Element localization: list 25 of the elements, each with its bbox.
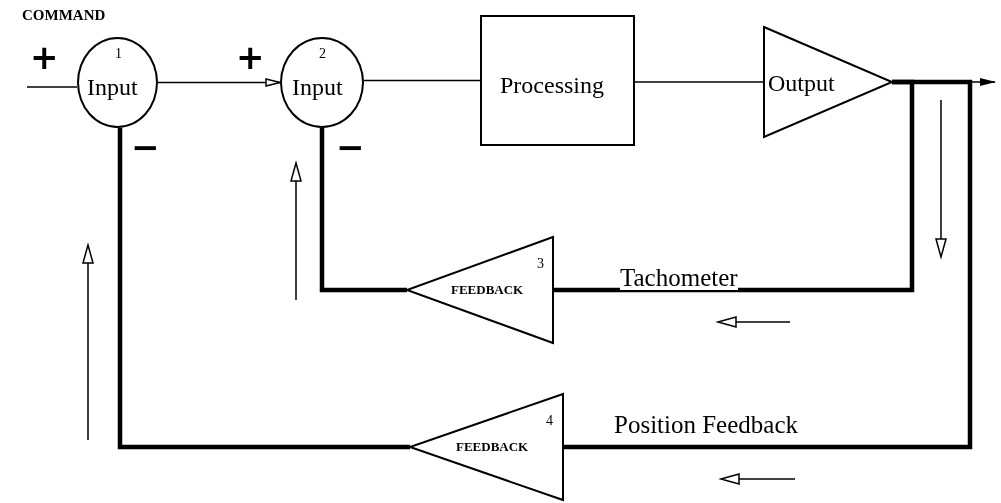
connector-line	[26, 86, 78, 88]
polarity-sign: +	[236, 40, 265, 74]
polarity-sign: −	[131, 130, 160, 164]
signal-label: COMMAND	[22, 8, 106, 23]
polarity-sign: −	[336, 130, 365, 164]
summing-junction-circle	[77, 37, 158, 128]
connector-line	[563, 79, 973, 450]
summing-junction-circle	[280, 37, 364, 128]
connector-line	[117, 128, 410, 450]
connector-line	[319, 128, 407, 293]
process-box	[480, 15, 635, 146]
node-label: Input	[87, 75, 138, 99]
connector-line	[157, 78, 281, 87]
node-number: 2	[319, 47, 326, 61]
node-label: Input	[292, 75, 343, 99]
polarity-sign: +	[30, 40, 59, 74]
node-label: FEEDBACK	[451, 283, 524, 296]
node-label: FEEDBACK	[456, 440, 529, 453]
node-number: 4	[546, 414, 553, 428]
connector-line	[363, 79, 481, 82]
node-number: 3	[537, 257, 544, 271]
connector-line	[634, 81, 765, 83]
node-label: Processing	[500, 73, 604, 97]
node-number: 1	[115, 47, 122, 61]
node-label: Output	[768, 71, 835, 95]
